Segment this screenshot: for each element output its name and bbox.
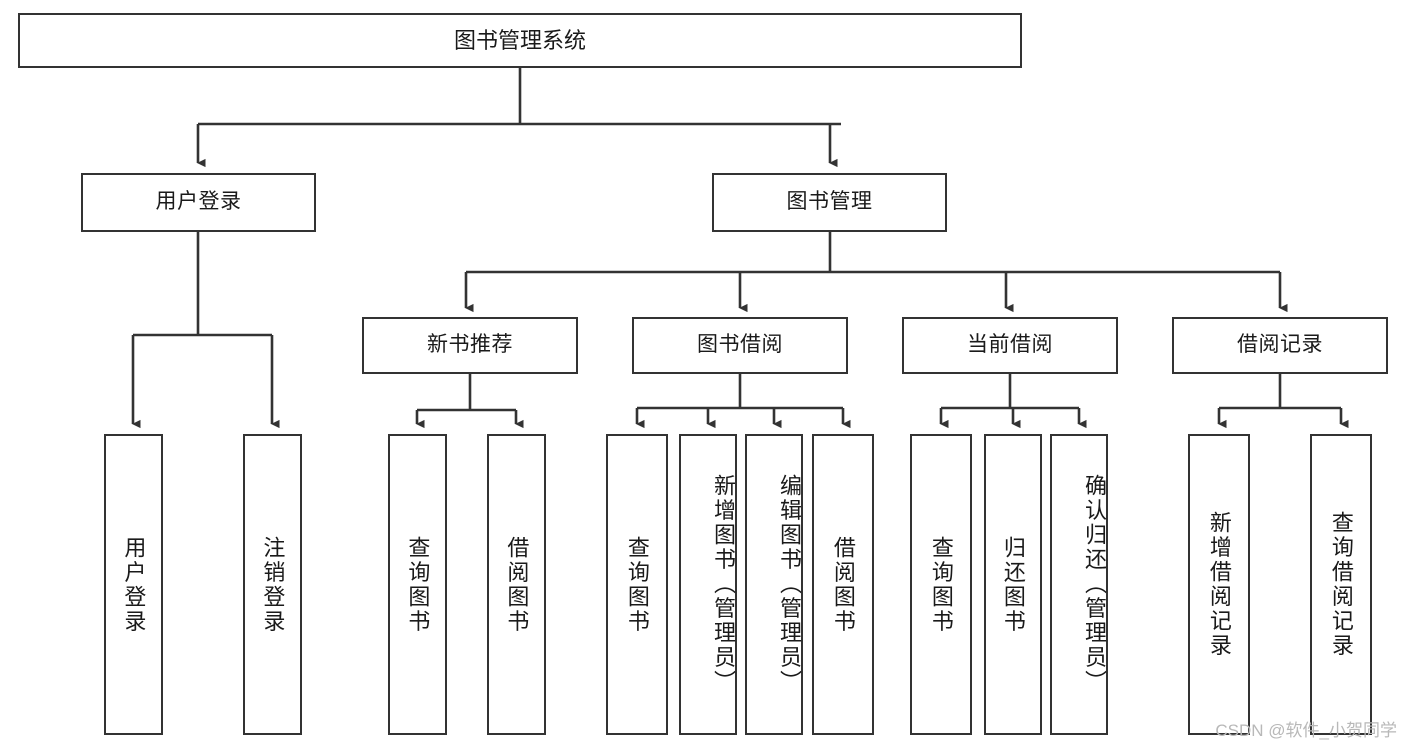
node-label: 图书管理系统 [453, 27, 586, 53]
node-label: 归还图书 [1000, 535, 1026, 634]
node-label: 查询图书 [405, 535, 431, 634]
node-label: 查询图书 [624, 535, 650, 634]
node-leaf-add-book-admin[interactable]: 新增图书（管理员） [679, 434, 737, 735]
node-label: 借阅图书 [504, 535, 530, 634]
node-leaf-confirm-return-admin[interactable]: 确认归还（管理员） [1050, 434, 1108, 735]
node-leaf-borrow-book-rec[interactable]: 借阅图书 [487, 434, 546, 735]
node-leaf-query-book-rec[interactable]: 查询图书 [388, 434, 447, 735]
node-label: 新增图书（管理员） [711, 474, 736, 695]
node-book-borrowing[interactable]: 图书借阅 [632, 317, 848, 374]
node-label: 用户登录 [155, 190, 242, 214]
node-leaf-query-book-borrow[interactable]: 查询图书 [606, 434, 668, 735]
node-label: 图书管理 [786, 190, 873, 214]
node-label: 注销登录 [260, 535, 286, 634]
node-leaf-borrow-book[interactable]: 借阅图书 [812, 434, 874, 735]
node-current-borrowing[interactable]: 当前借阅 [902, 317, 1118, 374]
node-label: 图书借阅 [697, 333, 783, 357]
node-leaf-logout[interactable]: 注销登录 [243, 434, 302, 735]
node-leaf-return-book[interactable]: 归还图书 [984, 434, 1042, 735]
node-label: 借阅图书 [830, 535, 856, 634]
node-label: 当前借阅 [967, 333, 1053, 357]
node-label: 确认归还（管理员） [1082, 474, 1107, 695]
node-leaf-user-login[interactable]: 用户登录 [104, 434, 163, 735]
node-user-login[interactable]: 用户登录 [81, 173, 316, 232]
node-label: 编辑图书（管理员） [777, 474, 802, 695]
node-book-management[interactable]: 图书管理 [712, 173, 947, 232]
node-leaf-query-borrow-record[interactable]: 查询借阅记录 [1310, 434, 1372, 735]
node-label: 查询图书 [928, 535, 954, 634]
node-label: 查询借阅记录 [1328, 511, 1354, 658]
node-label: 借阅记录 [1237, 333, 1323, 357]
node-leaf-edit-book-admin[interactable]: 编辑图书（管理员） [745, 434, 803, 735]
node-new-book-recommendation[interactable]: 新书推荐 [362, 317, 578, 374]
node-label: 新书推荐 [427, 333, 513, 357]
node-root-system[interactable]: 图书管理系统 [18, 13, 1022, 68]
node-leaf-add-borrow-record[interactable]: 新增借阅记录 [1188, 434, 1250, 735]
node-borrowing-record[interactable]: 借阅记录 [1172, 317, 1388, 374]
watermark-text: CSDN @软件_小贺同学 [1215, 721, 1397, 740]
node-leaf-query-book-current[interactable]: 查询图书 [910, 434, 972, 735]
node-label: 新增借阅记录 [1206, 511, 1232, 658]
node-label: 用户登录 [121, 535, 147, 634]
